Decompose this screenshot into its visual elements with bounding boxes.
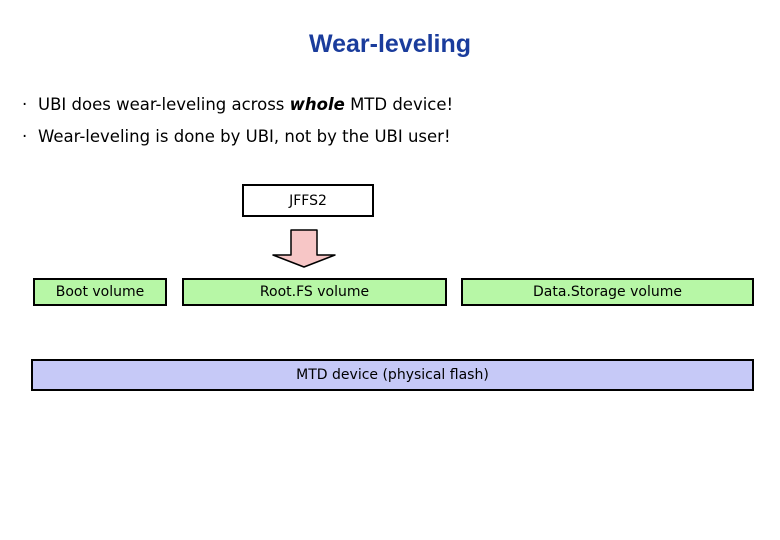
bullet-2: · Wear-leveling is done by UBI, not by th… (22, 127, 451, 146)
bullet-1-before: UBI does wear-leveling across (38, 95, 290, 114)
arrow-shape (272, 229, 336, 268)
rootfs-volume-label: Root.FS volume (259, 284, 370, 300)
datastorage-volume-box: Data.Storage volume (461, 278, 754, 306)
boot-volume-box: Boot volume (33, 278, 167, 306)
datastorage-volume-label: Data.Storage volume (533, 284, 682, 300)
bullet-2-text: Wear-leveling is done by UBI, not by the… (38, 127, 451, 146)
jffs2-label: JFFS2 (289, 192, 327, 209)
bullet-marker: · (22, 127, 28, 146)
boot-volume-label: Boot volume (55, 284, 145, 300)
jffs2-box: JFFS2 (242, 184, 374, 217)
bullet-1-after: MTD device! (344, 95, 454, 114)
mtd-device-label: MTD device (physical flash) (296, 367, 489, 383)
down-arrow-icon (272, 229, 336, 268)
mtd-device-box: MTD device (physical flash) (31, 359, 754, 391)
bullet-1-emphasis: whole (289, 95, 345, 114)
rootfs-volume-box: Root.FS volume (182, 278, 447, 306)
bullet-1: · UBI does wear-leveling across whole MTD… (22, 95, 453, 114)
bullet-marker: · (22, 95, 28, 114)
page-title: Wear-leveling (308, 30, 472, 58)
